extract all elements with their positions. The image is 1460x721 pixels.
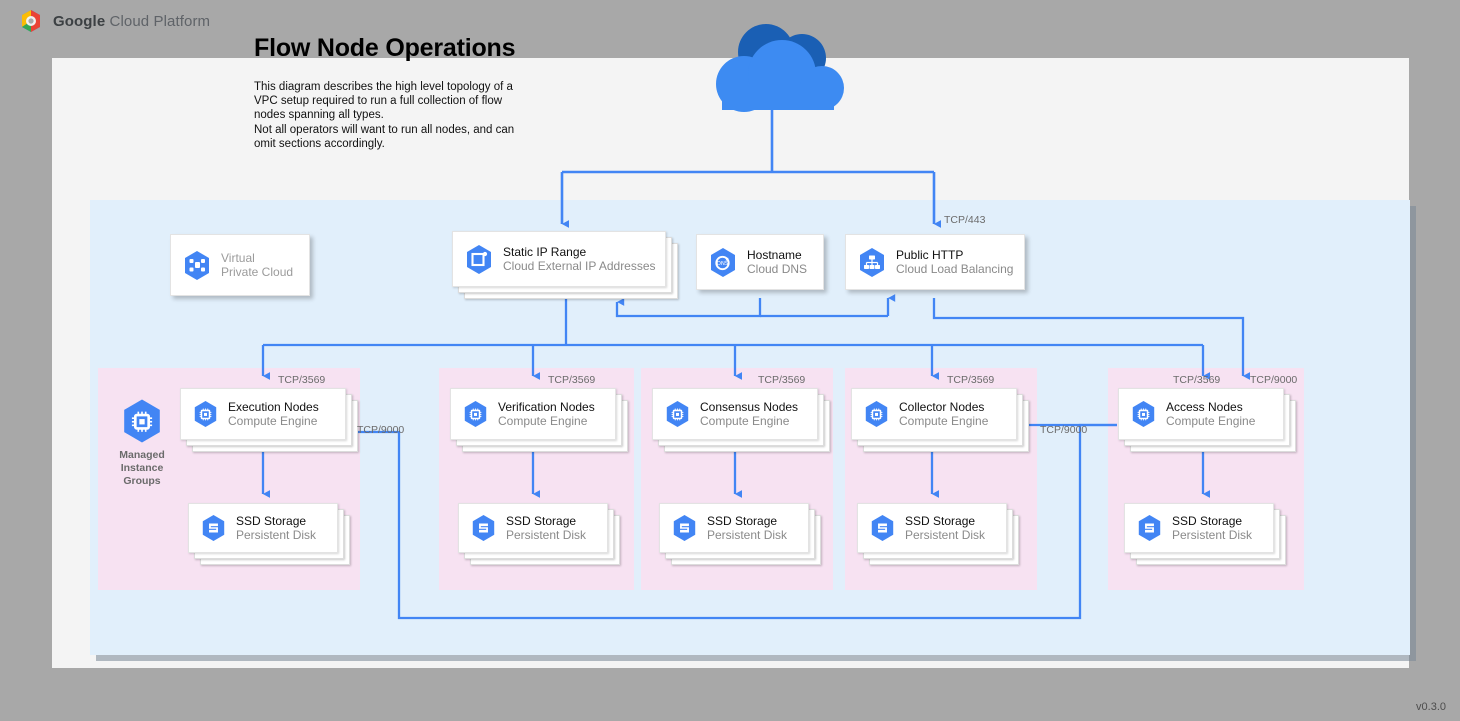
port-label-consensus-3569: TCP/3569 — [758, 374, 806, 386]
card-consensus-nodes[interactable]: Consensus Nodes Compute Engine — [652, 388, 818, 440]
card-subtitle: Compute Engine — [1166, 414, 1256, 428]
mig-label-text: Managed Instance Groups — [119, 449, 165, 488]
card-subtitle: Cloud DNS — [747, 262, 808, 276]
card-storage-access[interactable]: SSD Storage Persistent Disk — [1124, 503, 1274, 553]
port-label-execution-3569: TCP/3569 — [278, 374, 326, 386]
card-subtitle: Private Cloud — [221, 265, 294, 279]
card-title: SSD Storage — [506, 514, 577, 528]
card-title: Consensus Nodes — [700, 400, 799, 414]
compute-engine-icon — [666, 401, 689, 427]
managed-instance-groups-label: Managed Instance Groups — [107, 398, 177, 488]
brand-name-rest: Cloud Platform — [105, 12, 211, 30]
description-line: nodes spanning all types. — [254, 109, 384, 122]
card-title: SSD Storage — [707, 514, 778, 528]
card-title: Public HTTP — [896, 248, 964, 262]
card-subtitle: Cloud External IP Addresses — [503, 259, 656, 273]
cloud-load-balancing-icon — [860, 247, 884, 277]
card-collector-nodes[interactable]: Collector Nodes Compute Engine — [851, 388, 1017, 440]
card-title: SSD Storage — [905, 514, 976, 528]
card-subtitle: Cloud Load Balancing — [896, 262, 1014, 276]
card-public-http[interactable]: Public HTTP Cloud Load Balancing — [845, 234, 1025, 290]
persistent-disk-icon — [472, 515, 495, 541]
card-hostname[interactable]: DNS Hostname Cloud DNS — [696, 234, 824, 290]
persistent-disk-icon — [871, 515, 894, 541]
card-access-nodes[interactable]: Access Nodes Compute Engine — [1118, 388, 1284, 440]
gcp-hexagon-logo-icon — [22, 10, 40, 32]
cloud-icon — [716, 24, 844, 112]
compute-engine-icon — [194, 401, 217, 427]
description-line: Not all operators will want to run all n… — [254, 123, 515, 136]
card-storage-verification[interactable]: SSD Storage Persistent Disk — [458, 503, 608, 553]
card-title: SSD Storage — [236, 514, 307, 528]
persistent-disk-icon — [673, 515, 696, 541]
card-title: Static IP Range — [503, 245, 587, 259]
compute-engine-icon — [865, 401, 888, 427]
brand-name: Google Cloud Platform — [53, 13, 210, 30]
virtual-private-cloud-icon — [185, 250, 209, 280]
port-label-lb-443: TCP/443 — [944, 214, 986, 226]
card-title: Execution Nodes — [228, 400, 319, 414]
description-line: This diagram describes the high level to… — [254, 81, 513, 93]
card-title: Collector Nodes — [899, 400, 985, 414]
card-execution-nodes[interactable]: Execution Nodes Compute Engine — [180, 388, 346, 440]
card-verification-nodes[interactable]: Verification Nodes Compute Engine — [450, 388, 616, 440]
page-title: Flow Node Operations — [254, 34, 516, 62]
card-stack-static-ip-range[interactable]: Static IP Range Cloud External IP Addres… — [452, 231, 678, 301]
port-label-access-3569: TCP/3569 — [1173, 374, 1221, 386]
card-subtitle: Compute Engine — [228, 414, 318, 428]
card-title: Hostname — [747, 248, 802, 262]
page-description: This diagram describes the high level to… — [254, 80, 554, 151]
card-subtitle: Persistent Disk — [236, 528, 317, 542]
card-storage-collector[interactable]: SSD Storage Persistent Disk — [857, 503, 1007, 553]
port-label-collector-9000: TCP/9000 — [1040, 424, 1088, 436]
card-subtitle: Compute Engine — [899, 414, 989, 428]
description-line: omit sections accordingly. — [254, 137, 385, 150]
svg-text:DNS: DNS — [717, 261, 729, 267]
card-title: Verification Nodes — [498, 400, 595, 414]
card-subtitle: Persistent Disk — [905, 528, 986, 542]
port-label-collector-3569: TCP/3569 — [947, 374, 995, 386]
mig-label-line: Groups — [123, 475, 161, 487]
version-label: v0.3.0 — [1416, 701, 1446, 713]
port-label-access-9000: TCP/9000 — [1250, 374, 1298, 386]
compute-engine-icon — [464, 401, 487, 427]
cloud-dns-icon: DNS — [711, 247, 735, 277]
card-storage-execution[interactable]: SSD Storage Persistent Disk — [188, 503, 338, 553]
persistent-disk-icon — [1138, 515, 1161, 541]
persistent-disk-icon — [202, 515, 225, 541]
card-storage-consensus[interactable]: SSD Storage Persistent Disk — [659, 503, 809, 553]
card-subtitle: Compute Engine — [700, 414, 790, 428]
card-subtitle: Persistent Disk — [1172, 528, 1253, 542]
card-title: Virtual — [221, 251, 255, 265]
port-label-execution-9000: TCP/9000 — [357, 424, 405, 436]
compute-engine-icon — [1132, 401, 1155, 427]
card-subtitle: Compute Engine — [498, 414, 588, 428]
cloud-external-ip-addresses-icon — [467, 244, 491, 274]
card-title: SSD Storage — [1172, 514, 1243, 528]
mig-label-line: Managed — [119, 449, 165, 461]
card-title: Access Nodes — [1166, 400, 1243, 414]
mig-label-line: Instance — [120, 462, 164, 474]
card-subtitle: Persistent Disk — [707, 528, 788, 542]
card-static-ip-range[interactable]: Static IP Range Cloud External IP Addres… — [452, 231, 666, 287]
port-label-verification-3569: TCP/3569 — [548, 374, 596, 386]
managed-instance-groups-icon — [124, 399, 160, 443]
brand-name-bold: Google — [53, 12, 106, 30]
description-line: VPC setup required to run a full collect… — [254, 95, 503, 108]
card-subtitle: Persistent Disk — [506, 528, 587, 542]
brand-bar: Google Cloud Platform — [18, 8, 210, 34]
card-virtual-private-cloud[interactable]: Virtual Private Cloud — [170, 234, 310, 296]
